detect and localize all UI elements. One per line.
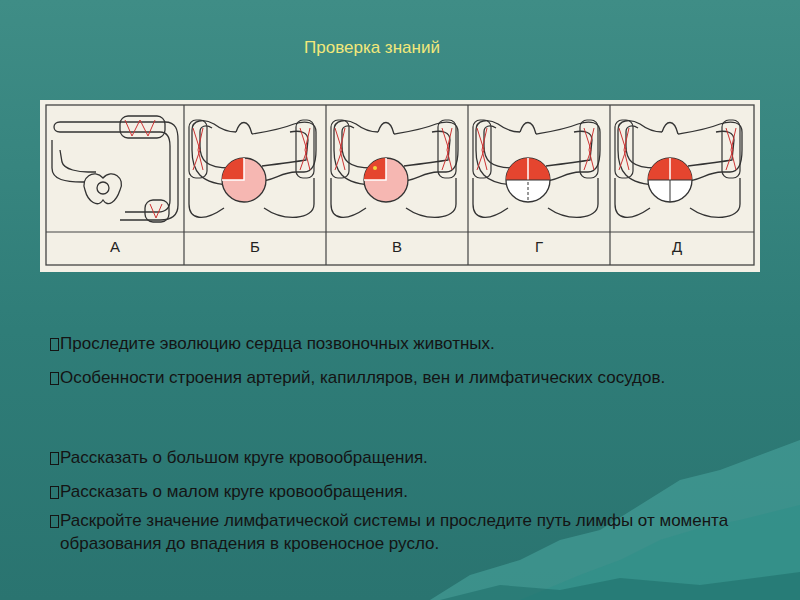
slide-title: Проверка знаний [304,38,440,58]
stage-letter: Б [240,238,270,255]
stage-letter: А [100,238,130,255]
question-text: Особенности строения артерий, капилляров… [60,366,700,389]
bullet-box [50,372,59,385]
question-text: Раскройте значение лимфатической системы… [60,509,760,555]
bullet-box [50,515,59,528]
question-text: Проследите эволюцию сердца позвоночных ж… [60,332,740,355]
stage-letter: В [382,238,412,255]
bullet-box [50,338,59,351]
question-text: Рассказать о малом круге кровообращения. [60,480,740,503]
bullet-box [50,486,59,499]
bullet-box [50,452,59,465]
stage-letter: Г [524,238,554,255]
stage-letter: Д [662,238,692,255]
question-text: Рассказать о большом круге кровообращени… [60,446,740,469]
